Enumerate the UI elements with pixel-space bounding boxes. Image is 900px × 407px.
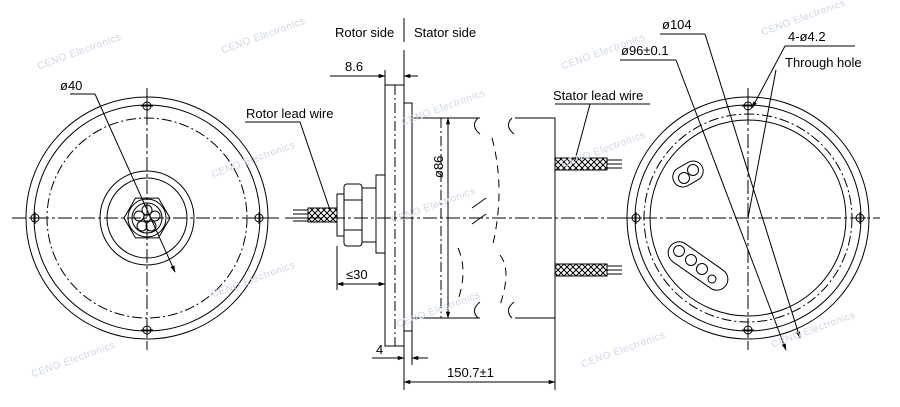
side-view (245, 18, 650, 390)
through-hole-label: Through hole (785, 55, 862, 70)
stator-lead-wire-label: Stator lead wire (553, 88, 644, 103)
dia-104-label: ø104 (662, 17, 692, 32)
rotor-lead-wire-label: Rotor lead wire (246, 106, 334, 121)
dia-86-label: ø86 (431, 155, 446, 178)
dim-8-6-label: 8.6 (345, 59, 364, 74)
rotor-lead-braid (307, 207, 338, 223)
dia-96-label: ø96±0.1 (621, 43, 669, 58)
right-end-view (620, 33, 880, 351)
stator-lead-braid-bottom (554, 263, 608, 277)
dim-4-label: 4 (376, 342, 384, 357)
holes-label: 4-ø4.2 (788, 29, 826, 44)
left-end-view (12, 88, 282, 350)
dim-length-label: 150.7±1 (447, 365, 494, 380)
dim-30-label: ≤30 (346, 267, 368, 282)
stator-side-label: Stator side (414, 25, 477, 40)
rotor-side-label: Rotor side (335, 25, 395, 40)
dia-40-label: ø40 (60, 78, 83, 93)
